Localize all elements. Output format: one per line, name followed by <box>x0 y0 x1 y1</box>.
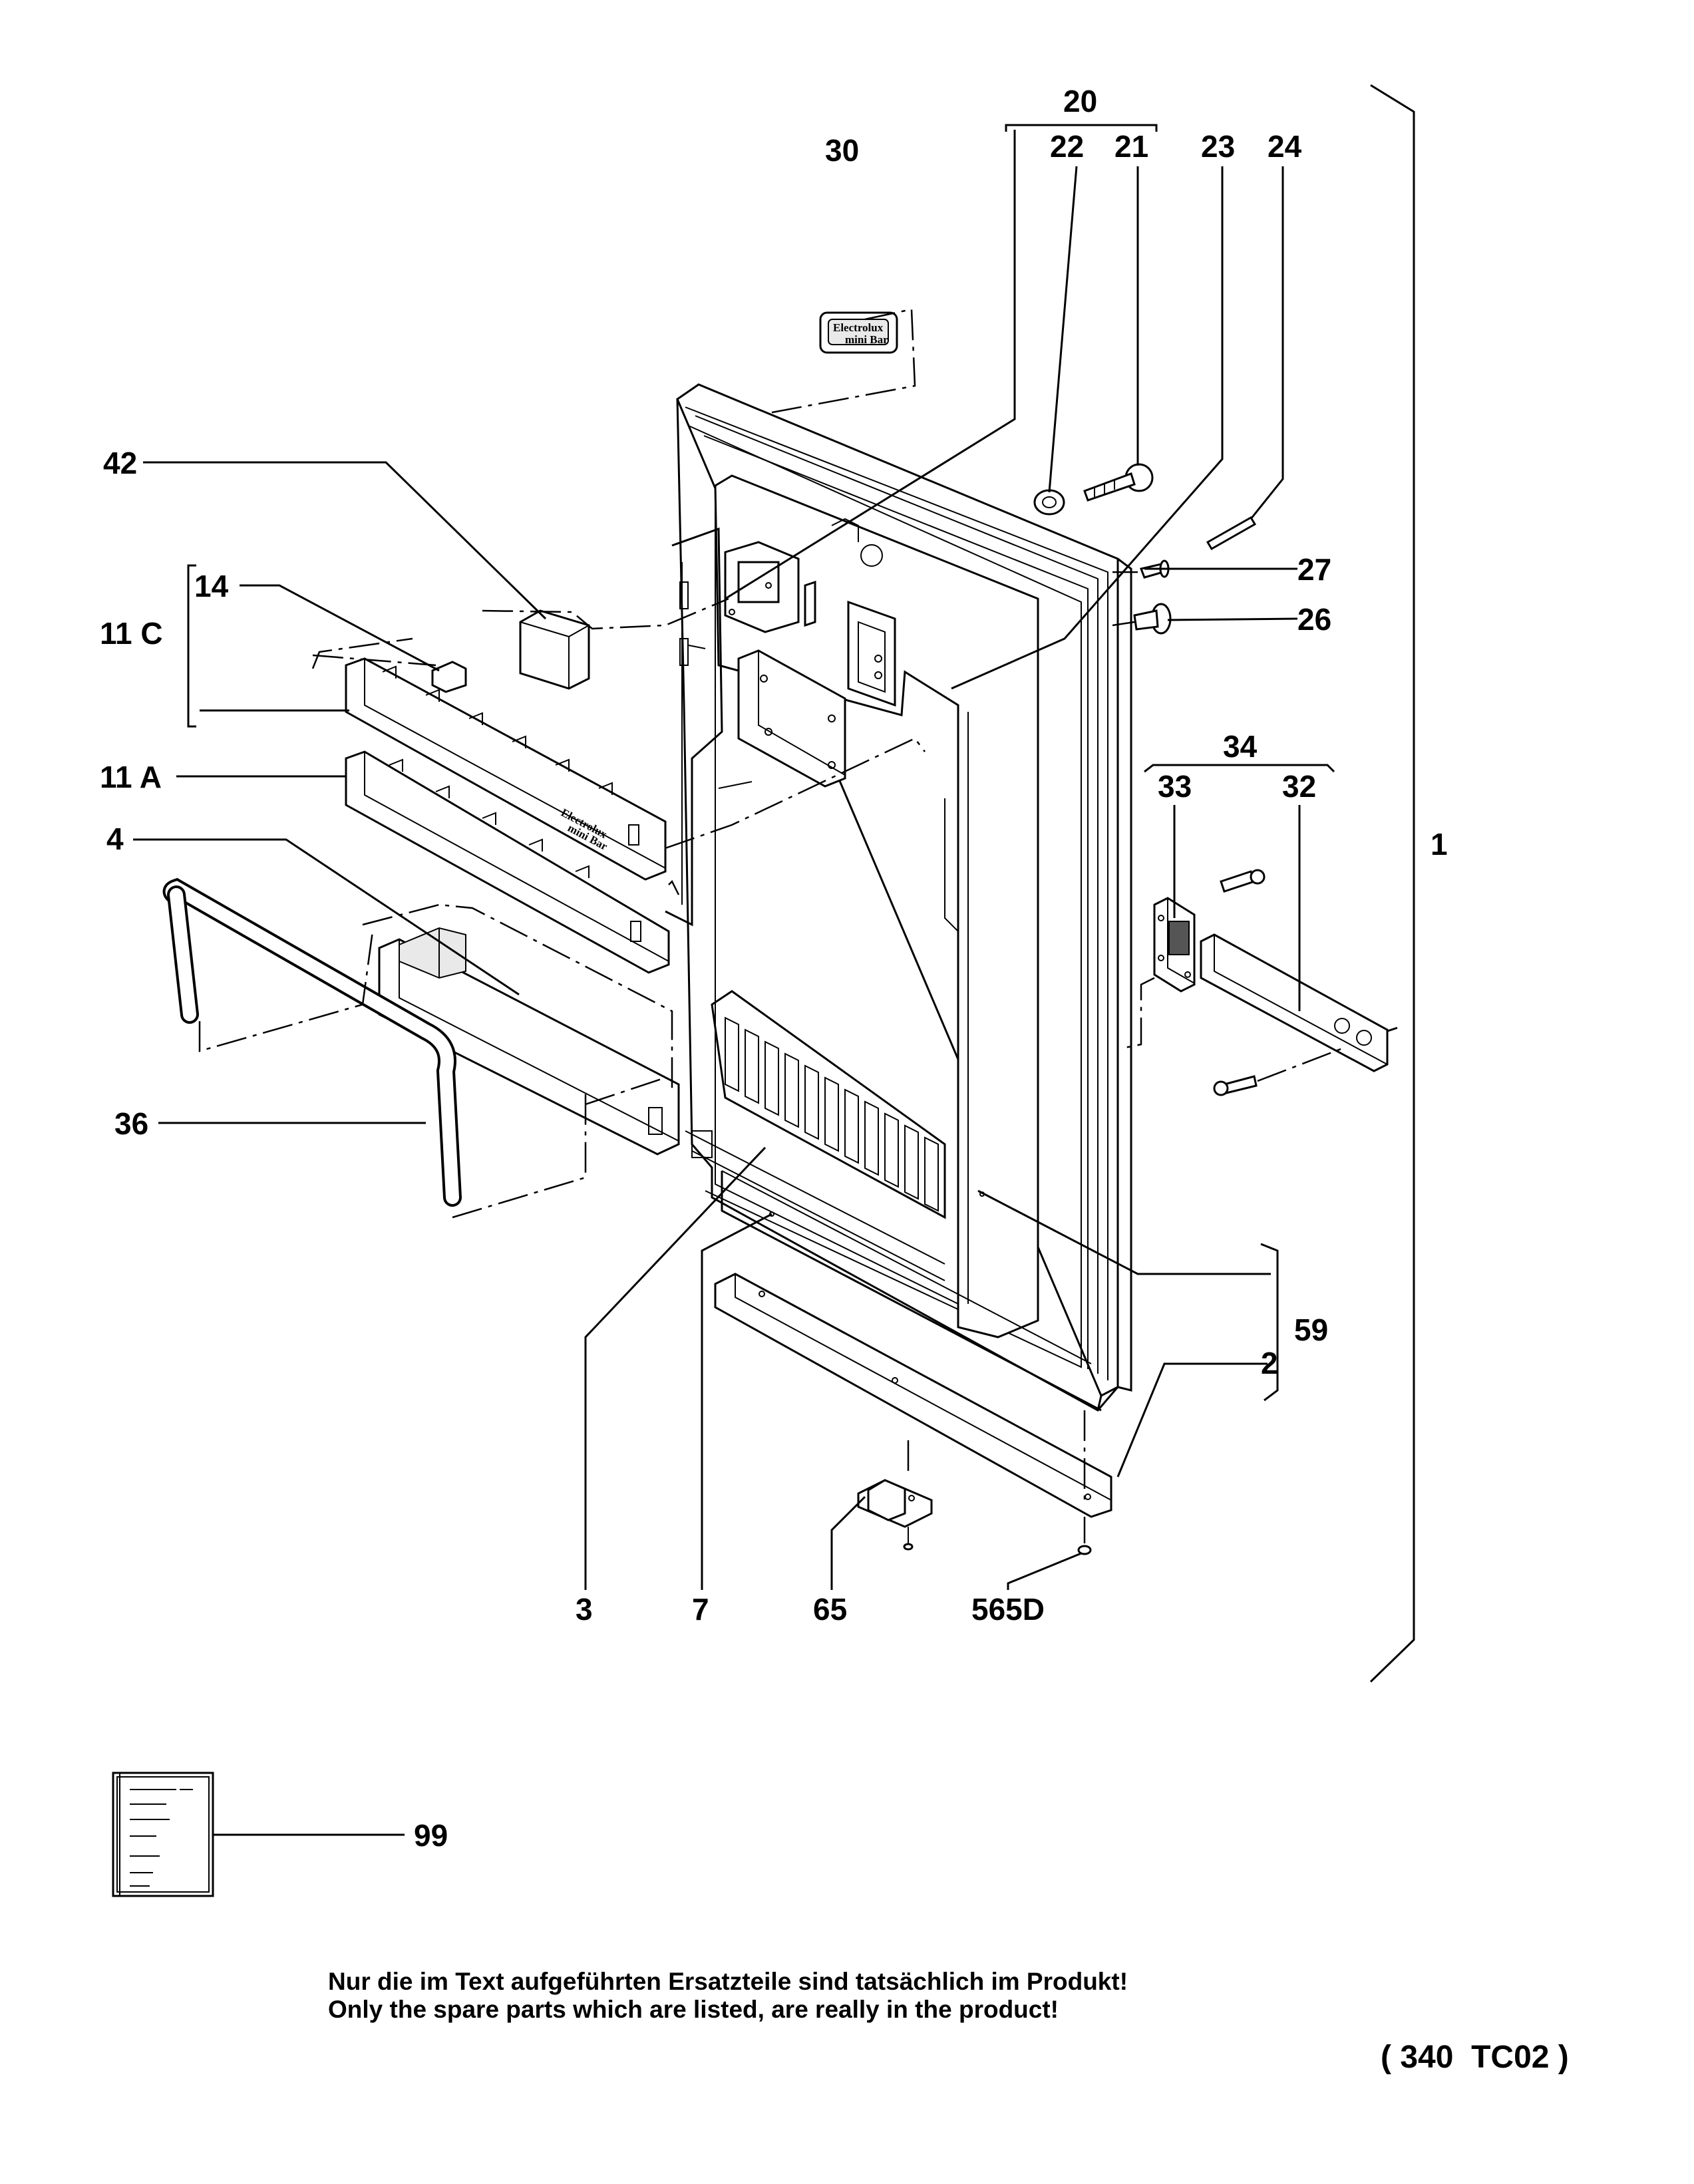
label-11C: 11 C <box>100 616 163 651</box>
part-14-clip <box>312 654 467 693</box>
lamp-housing <box>847 544 896 707</box>
ribbed-grille <box>725 1016 939 1212</box>
label-1: 1 <box>1431 827 1448 861</box>
label-34: 34 <box>1223 729 1258 764</box>
label-36: 36 <box>114 1106 148 1141</box>
badge-brand-text: Electrolux <box>833 321 884 334</box>
part-36-handle-rail <box>162 877 587 1219</box>
spare-parts-note-german: Nur die im Text aufgeführten Ersatzteile… <box>328 1968 1128 1995</box>
upper-shelf-teeth <box>382 665 613 795</box>
part-32-hinge-plate <box>1124 933 1398 1096</box>
label-27: 27 <box>1297 552 1331 587</box>
door-panel <box>665 383 1132 1412</box>
part-26-rivet <box>1112 603 1172 635</box>
label-23: 23 <box>1201 129 1235 164</box>
part-24-pin <box>1206 516 1257 551</box>
drawing-code: ( 340 TC02 ) <box>1381 2040 1569 2075</box>
part-21-key <box>1083 463 1154 502</box>
part-99-manual-booklet <box>112 1772 214 1897</box>
label-4: 4 <box>106 822 124 856</box>
part-565D-screw <box>1077 1517 1092 1555</box>
part-11A-middle-shelf <box>345 750 680 974</box>
badge-brand-subtext: mini Bar <box>845 333 888 346</box>
part-11C-upper-shelf: Electrolux mini Bar <box>311 637 926 881</box>
label-33: 33 <box>1158 769 1192 804</box>
label-3: 3 <box>576 1592 593 1627</box>
part-30-badge: Electrolux mini Bar <box>771 308 916 414</box>
label-59: 59 <box>1294 1313 1328 1347</box>
label-32: 32 <box>1282 769 1316 804</box>
label-22: 22 <box>1050 129 1084 164</box>
label-65: 65 <box>813 1592 847 1627</box>
label-2: 2 <box>1261 1346 1278 1380</box>
label-7: 7 <box>692 1592 709 1627</box>
label-14: 14 <box>194 569 229 603</box>
label-26: 26 <box>1297 602 1331 637</box>
leader-lines <box>133 84 1415 1836</box>
part-number-labels: 20 22 21 23 24 30 42 14 11 C 11 A 4 36 2… <box>100 84 1448 1853</box>
part-42-cover-cap <box>482 597 729 690</box>
label-30: 30 <box>825 133 859 168</box>
part-33-hinge-block <box>1153 869 1266 993</box>
label-99: 99 <box>414 1818 448 1853</box>
label-20: 20 <box>1063 84 1097 118</box>
part-65-bracket <box>857 1440 933 1551</box>
spare-parts-note-english: Only the spare parts which are listed, a… <box>328 1996 1059 2023</box>
middle-shelf-teeth <box>389 758 590 878</box>
label-11A: 11 A <box>100 760 162 794</box>
thermostat-bracket <box>724 541 816 633</box>
part-2-bottom-rail <box>714 1273 1112 1518</box>
part-22-grommet <box>1033 489 1065 516</box>
label-21: 21 <box>1114 129 1148 164</box>
label-42: 42 <box>103 446 137 480</box>
label-565D: 565D <box>971 1592 1045 1627</box>
control-box <box>737 649 846 788</box>
label-24: 24 <box>1268 129 1302 164</box>
